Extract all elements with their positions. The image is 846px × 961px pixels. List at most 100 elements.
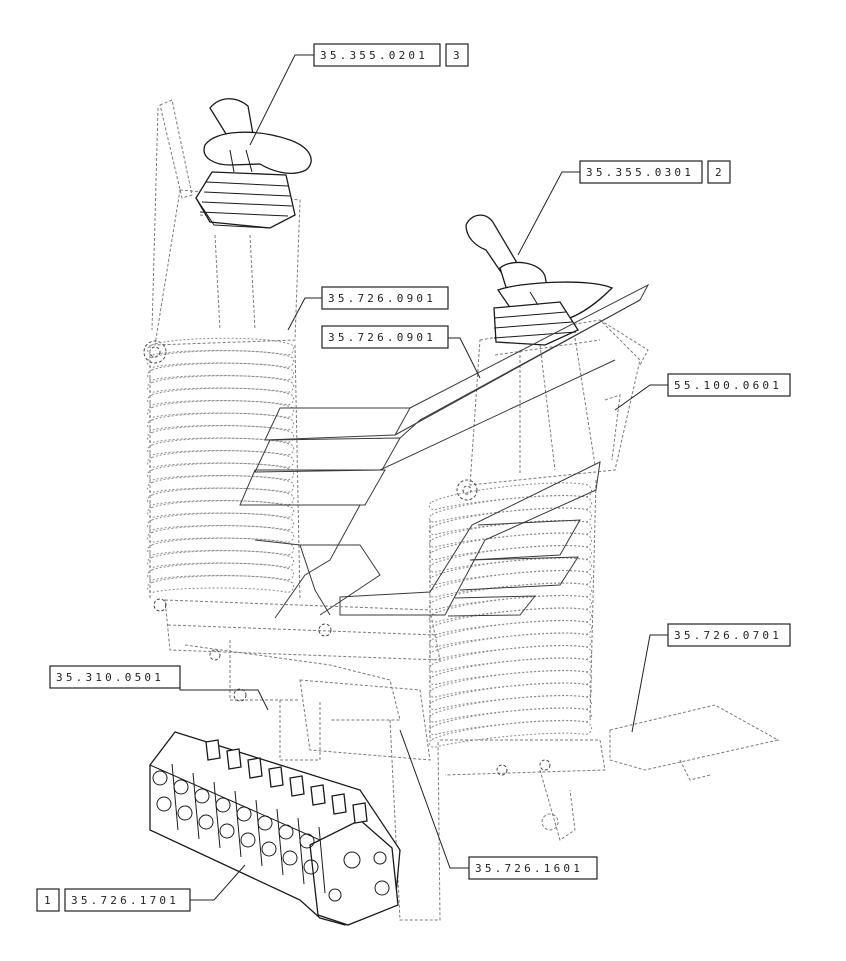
bellows-rib [147,412,295,431]
callout-code: 55.100.0601 [674,379,782,392]
bellows-rib [428,557,593,586]
port [282,850,298,866]
bellows-rib [428,532,593,561]
bellows-rib [147,512,295,531]
port [257,815,273,831]
port [328,888,342,902]
bellows-rib [428,494,593,524]
port [261,841,277,857]
port [240,832,256,848]
section-divider [255,799,263,867]
port [236,806,252,822]
port [173,779,189,795]
bellows-rib [147,562,295,581]
spool-cap [268,766,284,788]
right-bellows [428,479,597,749]
spool-cap [331,793,347,815]
spool-cap [226,748,242,770]
bellows-rib [147,362,295,381]
port [194,788,210,804]
port [278,824,294,840]
bellows-edge [589,479,597,721]
bellows-rib [428,632,593,661]
section-divider [234,790,242,858]
port [219,823,235,839]
bellows-rib [428,569,593,599]
callout-code: 35.355.0301 [586,166,694,179]
callout-code: 35.726.1601 [475,862,583,875]
bellows-rib [147,437,295,456]
port [303,859,319,875]
bellows-rib [147,387,295,406]
bellows-rib [147,487,295,506]
callout-code: 35.726.0701 [674,629,782,642]
bellows-rib [147,475,295,494]
callout-code: 35.726.1701 [71,894,179,907]
bellows-rib [147,350,295,369]
bellows-rib [147,575,295,594]
bellows-rib [147,450,295,469]
bellows-rib [428,607,593,636]
port [152,770,168,786]
port [177,805,193,821]
callout-35-355-0201[interactable]: 35.355.0201 3 [313,43,469,67]
callout-35-726-1701[interactable]: 1 35.726.1701 [36,888,191,912]
callout-index: 1 [44,894,51,907]
port [343,851,361,869]
port [215,797,231,813]
callout-code: 35.726.0901 [328,331,436,344]
section-divider [192,772,200,840]
bellows-rib [428,582,593,611]
bellows-rib [428,507,593,536]
bellows-rib [428,669,593,699]
spool-cap [310,784,326,806]
bellows-rib [428,657,593,686]
bellows-rib [428,694,593,724]
callout-code: 35.310.0501 [56,671,164,684]
section-divider [297,817,305,885]
bellows-rib [428,707,593,736]
section-divider [171,763,179,831]
control-valve-block [149,731,401,926]
callout-35-310-0501[interactable]: 35.310.0501 [49,665,181,689]
bellows-rib [428,644,593,674]
callout-code: 35.355.0201 [320,49,428,62]
bellows-rib [147,500,295,519]
callout-35-726-0901-upper[interactable]: 35.726.0901 [321,286,449,310]
bellows-rib [147,537,295,556]
spool-cap [247,757,263,779]
bellows-rib [428,619,593,649]
section-divider [276,808,284,876]
spool-cap [205,739,221,761]
port [198,814,214,830]
callout-35-726-0701[interactable]: 35.726.0701 [667,623,791,647]
callout-35-355-0301[interactable]: 35.355.0301 2 [579,160,731,184]
bellows-rib [147,337,295,356]
spool-cap [352,802,368,824]
port [374,880,390,896]
bellows-rib [428,719,593,749]
control-plates [239,283,650,619]
port [373,851,387,865]
right-joystick-console [456,319,649,501]
callout-index: 2 [715,166,722,179]
right-joystick-handle [465,214,614,346]
section-divider [318,826,326,894]
callout-55-100-0601[interactable]: 55.100.0601 [667,373,791,397]
callout-index: 3 [453,49,460,62]
callout-code: 35.726.0901 [328,292,436,305]
callout-35-726-1601[interactable]: 35.726.1601 [468,856,598,880]
bellows-rib [428,482,593,511]
bellows-rib [428,519,593,549]
bellows-rib [428,682,593,711]
spool-cap [289,775,305,797]
section-divider [213,781,221,849]
bellows-rib [147,525,295,544]
mounting-frame [153,598,780,921]
bellows-rib [428,544,593,574]
callout-35-726-0901-lower[interactable]: 35.726.0901 [321,325,449,349]
port [156,796,172,812]
bellows-rib [147,400,295,419]
port [299,833,315,849]
